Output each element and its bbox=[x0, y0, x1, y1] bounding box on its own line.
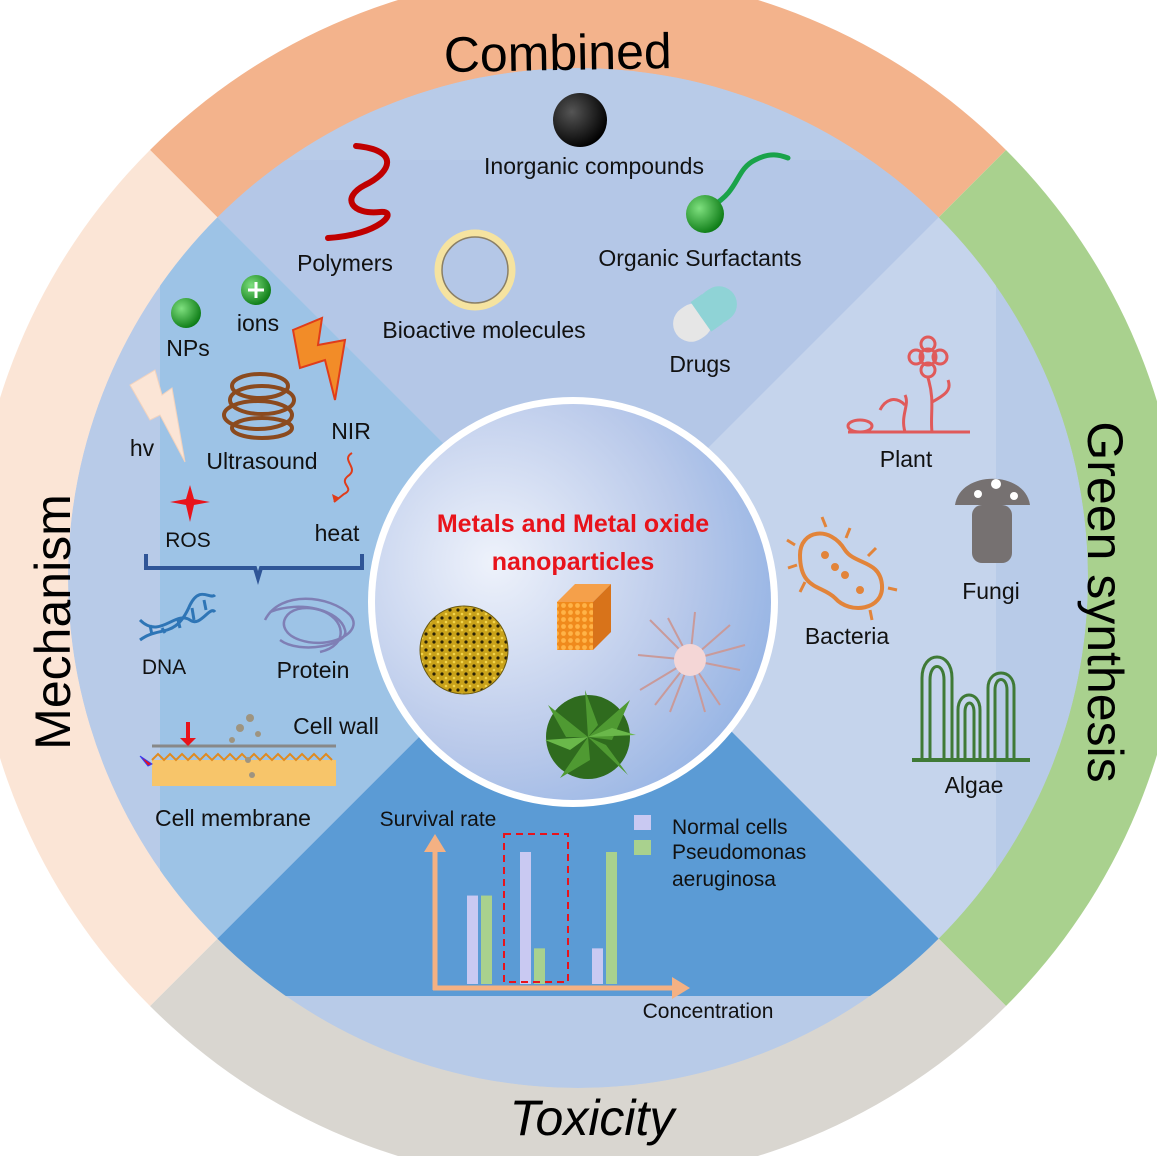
cell-membrane-icon bbox=[139, 714, 336, 786]
green-flower-nanoparticle-icon bbox=[545, 690, 636, 779]
label-cell-wall: Cell wall bbox=[293, 713, 379, 739]
bar-normal-cells-3 bbox=[592, 948, 603, 984]
legend-pseudomonas: Pseudomonas bbox=[672, 841, 806, 864]
legend-swatch-pseudomonas bbox=[634, 840, 651, 855]
legend-aeruginosa: aeruginosa bbox=[672, 868, 776, 891]
label-fungi: Fungi bbox=[962, 578, 1020, 604]
label-bioactive: Bioactive molecules bbox=[382, 317, 585, 343]
highlight-box bbox=[503, 833, 569, 983]
title-green-synthesis: Green synthesis bbox=[1077, 421, 1133, 782]
spiky-pink-nanoparticle-icon bbox=[637, 611, 746, 713]
green-section: Plant Fungi Bacteria Algae bbox=[786, 335, 1030, 798]
label-inorganic: Inorganic compounds bbox=[484, 153, 704, 179]
polymer-chain-icon bbox=[325, 143, 391, 241]
light-hv-icon bbox=[129, 369, 186, 463]
title-toxicity: Toxicity bbox=[510, 1090, 678, 1146]
center-title-line1: Metals and Metal oxide bbox=[437, 510, 709, 538]
quadrant-combined bbox=[160, 160, 996, 578]
ion-plus-icon bbox=[241, 275, 271, 305]
ros-star-icon bbox=[170, 485, 210, 522]
mushroom-icon bbox=[955, 478, 1030, 563]
chart-xlabel: Concentration bbox=[643, 1000, 774, 1023]
quadrant-green bbox=[578, 160, 996, 996]
title-combined: Combined bbox=[443, 23, 672, 83]
label-ros: ROS bbox=[165, 529, 211, 552]
label-bacteria: Bacteria bbox=[805, 623, 890, 649]
chart-bars bbox=[467, 852, 617, 984]
bar-pseudomonas-3 bbox=[606, 852, 617, 984]
np-sphere-icon bbox=[171, 298, 201, 328]
label-heat: heat bbox=[315, 520, 360, 546]
chart-ylabel: Survival rate bbox=[380, 808, 497, 831]
mechanism-section: NPs ions NIR hv Ultrasound ROS heat bbox=[129, 275, 379, 831]
bar-normal-cells-1 bbox=[467, 895, 478, 984]
label-cell-membrane: Cell membrane bbox=[155, 805, 311, 831]
bar-pseudomonas-1 bbox=[481, 895, 492, 984]
bioactive-ring-icon bbox=[434, 229, 516, 311]
inorganic-sphere-icon bbox=[553, 93, 607, 147]
label-ions: ions bbox=[237, 310, 279, 336]
legend-swatch-normal bbox=[634, 815, 651, 830]
bacteria-icon bbox=[786, 516, 898, 621]
label-surfactants: Organic Surfactants bbox=[598, 245, 801, 271]
center-circle: Metals and Metal oxide nanoparticles bbox=[368, 397, 778, 807]
label-dna: DNA bbox=[142, 656, 186, 679]
nir-lightning-icon bbox=[291, 316, 347, 401]
heat-wave-icon bbox=[333, 452, 353, 503]
ultrasound-coil-icon bbox=[222, 372, 296, 440]
brace-bracket bbox=[144, 554, 364, 585]
plant-icon bbox=[846, 335, 970, 434]
combined-section: Inorganic compounds Polymers Organic Sur… bbox=[297, 93, 802, 377]
title-mechanism: Mechanism bbox=[25, 494, 81, 750]
legend-normal-cells: Normal cells bbox=[672, 816, 788, 839]
label-ultrasound: Ultrasound bbox=[206, 448, 317, 474]
label-protein: Protein bbox=[277, 657, 350, 683]
label-plant: Plant bbox=[880, 446, 933, 472]
toxicity-chart: Survival rate Concentration Normal cells… bbox=[380, 808, 807, 1023]
quadrant-mechanism bbox=[160, 160, 578, 996]
bar-pseudomonas-2 bbox=[534, 948, 545, 984]
label-hv: hv bbox=[130, 435, 155, 461]
label-nir: NIR bbox=[331, 418, 371, 444]
label-nps: NPs bbox=[166, 335, 209, 361]
center-title-line2: nanoparticles bbox=[492, 548, 655, 576]
label-algae: Algae bbox=[945, 772, 1004, 798]
bar-normal-cells-2 bbox=[520, 852, 531, 984]
label-polymers: Polymers bbox=[297, 250, 393, 276]
algae-icon bbox=[912, 655, 1030, 762]
protein-icon bbox=[263, 597, 355, 654]
orange-cube-nanoparticle-icon bbox=[557, 584, 611, 650]
dna-icon bbox=[138, 592, 217, 642]
surfactant-icon bbox=[686, 152, 791, 233]
drug-capsule-icon bbox=[673, 286, 737, 342]
label-drugs: Drugs bbox=[669, 351, 730, 377]
gold-sphere-nanoparticle-icon bbox=[419, 605, 509, 695]
